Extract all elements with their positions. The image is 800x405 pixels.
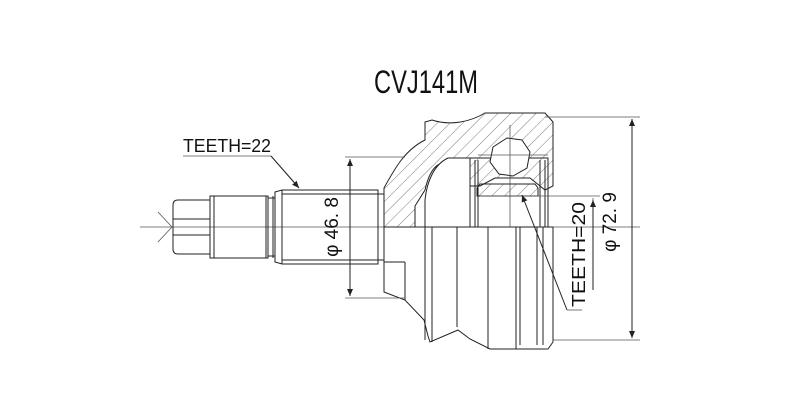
shaft-diameter-dimension: φ 46. 8 bbox=[322, 156, 405, 299]
inner-teeth-label: TEETH=20 bbox=[569, 202, 589, 307]
housing-diameter-label: φ 72. 9 bbox=[600, 192, 621, 252]
inner-race-and-ball bbox=[469, 125, 549, 228]
stub-shaft bbox=[157, 189, 385, 265]
shaft-diameter-label: φ 46. 8 bbox=[322, 197, 343, 257]
part-number-title: CVJ141M bbox=[374, 64, 478, 100]
outer-teeth-callout: TEETH=22 bbox=[183, 136, 300, 189]
inner-teeth-callout: TEETH=20 bbox=[480, 194, 600, 311]
housing-diameter-dimension: φ 72. 9 bbox=[545, 116, 640, 341]
outer-teeth-label: TEETH=22 bbox=[183, 136, 271, 156]
